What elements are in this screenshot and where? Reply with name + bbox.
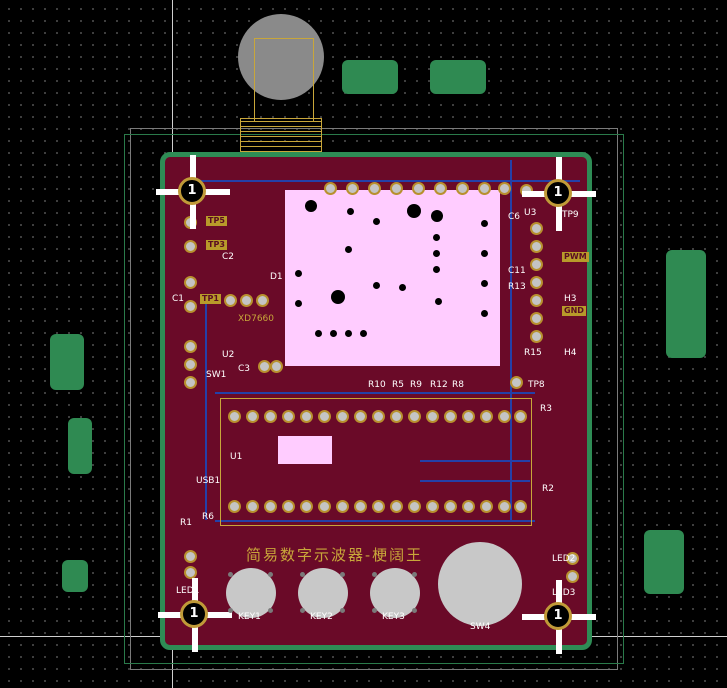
label-d1: D1 xyxy=(270,272,283,282)
crosshair-hole-icon: 1 xyxy=(180,600,208,628)
trace xyxy=(420,460,530,462)
label-r2: R2 xyxy=(542,484,554,494)
label-xd7660: XD7660 xyxy=(238,314,274,324)
label-led1: LED1 xyxy=(176,586,200,596)
key2-switch[interactable] xyxy=(298,568,348,618)
label-usb: USB1 xyxy=(196,476,221,486)
offboard-pad-right-upper[interactable] xyxy=(666,250,706,358)
label-c11: C11 xyxy=(508,266,526,276)
trace xyxy=(215,520,535,522)
corner-hole-bottom-right[interactable]: 1 xyxy=(522,580,596,654)
label-r13: R13 xyxy=(508,282,526,292)
offboard-pad-left-2[interactable] xyxy=(68,418,92,474)
label-r10: R10 xyxy=(368,380,386,390)
key3-switch[interactable] xyxy=(370,568,420,618)
label-c6: C6 xyxy=(508,212,521,222)
corner-hole-top-right[interactable]: 1 xyxy=(522,157,596,231)
rotary-encoder-icon[interactable] xyxy=(438,542,522,626)
label-tp8: TP8 xyxy=(528,380,545,390)
key1-switch[interactable] xyxy=(226,568,276,618)
label-tp1: TP1 xyxy=(200,294,221,304)
label-r1: R1 xyxy=(180,518,192,528)
label-c2: C2 xyxy=(222,252,235,262)
corner-hole-bottom-left[interactable]: 1 xyxy=(158,578,232,652)
label-r6: R6 xyxy=(202,512,214,522)
label-key1: KEY1 xyxy=(238,612,261,622)
label-r3: R3 xyxy=(540,404,552,414)
crosshair-hole-icon: 1 xyxy=(544,602,572,630)
label-tp9: TP9 xyxy=(562,210,579,220)
label-r15: R15 xyxy=(524,348,542,358)
label-tp3: TP3 xyxy=(206,240,227,250)
top-connector-body xyxy=(254,38,314,122)
offboard-pad-left-3[interactable] xyxy=(62,560,88,592)
label-tp5: TP5 xyxy=(206,216,227,226)
label-r8: R8 xyxy=(452,380,464,390)
trace xyxy=(200,180,580,182)
label-h4: H4 xyxy=(564,348,577,358)
label-r12: R12 xyxy=(430,380,448,390)
board-outline xyxy=(130,128,618,670)
offboard-pad-right-lower[interactable] xyxy=(644,530,684,594)
offboard-pad-left-1[interactable] xyxy=(50,334,84,390)
label-led3: LED3 xyxy=(552,588,576,598)
label-c3: C3 xyxy=(238,364,251,374)
label-u2: U2 xyxy=(222,350,235,360)
label-sw4: SW4 xyxy=(470,622,491,632)
top-connector-circle[interactable] xyxy=(238,14,324,100)
mcu-module-outline xyxy=(220,398,532,526)
lcd-keepout-area xyxy=(285,190,500,366)
label-key2: KEY2 xyxy=(310,612,333,622)
chip-keepout-area xyxy=(278,436,332,464)
label-u1: U1 xyxy=(230,452,243,462)
label-pwm: PWM xyxy=(562,252,589,262)
offboard-pad-top-right[interactable] xyxy=(430,60,486,94)
label-gnd: GND xyxy=(562,306,586,316)
corner-hole-top-left[interactable]: 1 xyxy=(156,155,230,229)
crosshair-hole-icon: 1 xyxy=(544,179,572,207)
label-led2: LED2 xyxy=(552,554,576,564)
label-r9: R9 xyxy=(410,380,422,390)
crosshair-hole-icon: 1 xyxy=(178,177,206,205)
trace xyxy=(510,160,512,520)
trace xyxy=(205,300,207,520)
trace xyxy=(420,480,530,482)
trace xyxy=(215,392,535,394)
board-title: 简易数字示波器-梗阔王 xyxy=(246,546,424,564)
label-c1: C1 xyxy=(172,294,185,304)
label-r5: R5 xyxy=(392,380,404,390)
label-key3: KEY3 xyxy=(382,612,405,622)
offboard-pad-top-left[interactable] xyxy=(342,60,398,94)
board-outline-inner xyxy=(124,134,624,664)
label-sw: SW1 xyxy=(206,370,227,380)
label-u3: U3 xyxy=(524,208,537,218)
label-h3: H3 xyxy=(564,294,577,304)
